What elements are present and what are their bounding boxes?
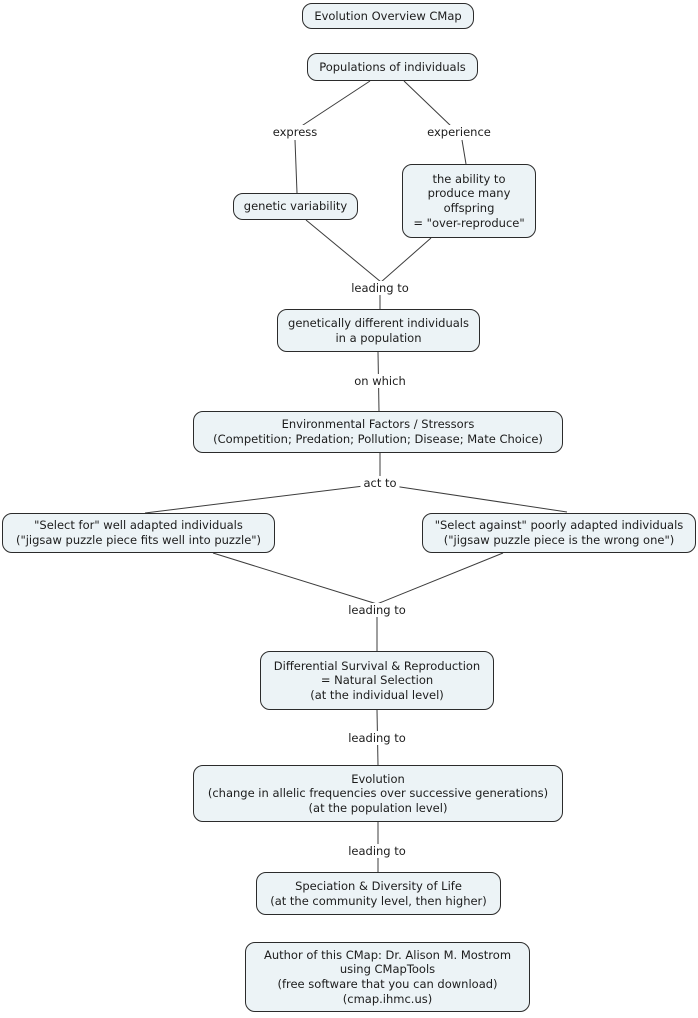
concept-node-select-against[interactable]: "Select against" poorly adapted individu…: [422, 513, 696, 553]
linking-phrase-act-to[interactable]: act to: [360, 476, 400, 490]
link-actto-selectfor: [144, 483, 381, 514]
concept-node-environmental-factors[interactable]: Environmental Factors / Stressors (Compe…: [193, 411, 563, 453]
link-populations-experience: [403, 80, 453, 128]
concept-node-speciation[interactable]: Speciation & Diversity of Life (at the c…: [256, 872, 501, 915]
concept-node-select-for[interactable]: "Select for" well adapted individuals ("…: [2, 513, 275, 553]
concept-node-evolution[interactable]: Evolution (change in allelic frequencies…: [193, 765, 563, 822]
link-populations-express: [299, 80, 371, 128]
linking-phrase-express[interactable]: express: [269, 125, 321, 139]
linking-phrase-leading-to-3[interactable]: leading to: [345, 731, 409, 745]
linking-phrase-on-which[interactable]: on which: [351, 374, 409, 388]
linking-phrase-leading-to-2[interactable]: leading to: [345, 603, 409, 617]
linking-phrase-leading-to-1[interactable]: leading to: [348, 281, 412, 295]
concept-node-map-title[interactable]: Evolution Overview CMap: [302, 3, 474, 29]
concept-node-genetic-variability[interactable]: genetic variability: [233, 193, 358, 220]
linking-phrase-experience[interactable]: experience: [424, 125, 494, 139]
link-genetic-leading1: [305, 219, 382, 283]
concept-node-populations-of-individuals[interactable]: Populations of individuals: [307, 53, 478, 81]
link-actto-selectagainst: [379, 483, 568, 513]
link-selectfor-leading2: [212, 552, 378, 605]
concept-node-author-credit[interactable]: Author of this CMap: Dr. Alison M. Mostr…: [245, 942, 530, 1012]
link-express-genetic: [294, 139, 298, 194]
linking-phrase-leading-to-4[interactable]: leading to: [345, 844, 409, 858]
link-experience-overreproduce: [461, 139, 467, 165]
link-overreproduce-leading1: [380, 237, 432, 283]
concept-node-over-reproduce[interactable]: the ability to produce many offspring = …: [402, 164, 536, 238]
concept-node-differential-survival[interactable]: Differential Survival & Reproduction = N…: [260, 651, 494, 710]
concept-node-genetically-different-individuals[interactable]: genetically different individuals in a p…: [277, 309, 480, 352]
link-selectagainst-leading2: [376, 552, 504, 605]
